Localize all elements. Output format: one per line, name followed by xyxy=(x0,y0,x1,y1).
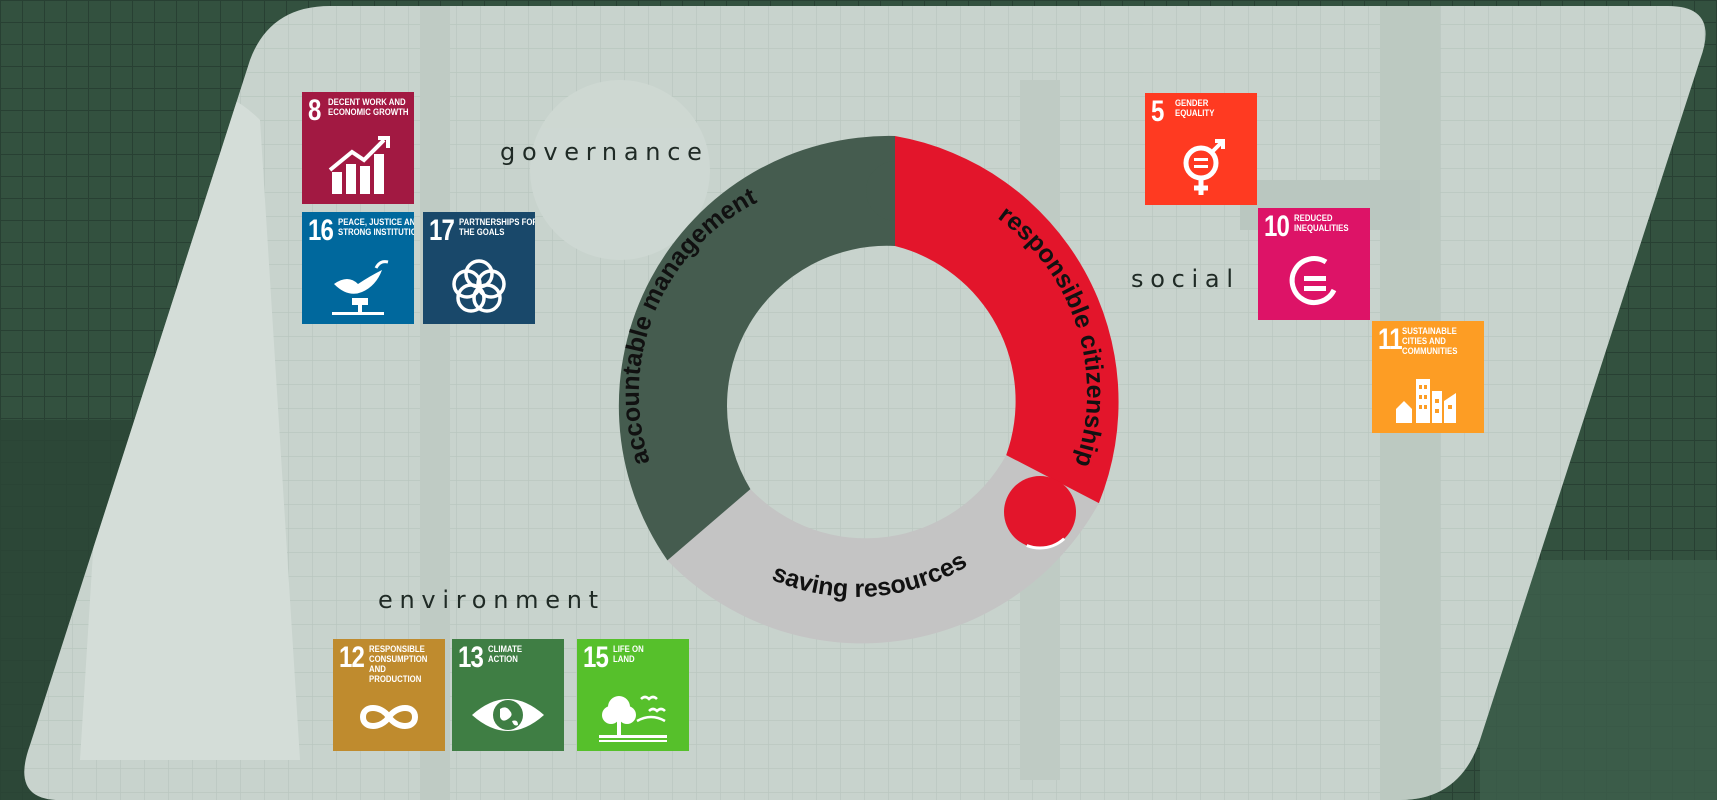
sdg-number: 5 xyxy=(1151,95,1164,128)
tree-birds-icon xyxy=(599,695,667,742)
ring-knob-citizenship xyxy=(1004,476,1076,548)
category-environment: environment xyxy=(378,586,605,614)
sdg-title: PARTNERSHIPS FOR THE GOALS xyxy=(459,217,535,238)
sdg-title: GENDER EQUALITY xyxy=(1175,98,1215,119)
gender-symbol-icon xyxy=(1183,139,1225,195)
partnership-rings-icon xyxy=(452,259,506,313)
sdg-tile-5: 5 GENDER EQUALITY xyxy=(1145,93,1257,205)
city-buildings-icon xyxy=(1396,379,1456,423)
infinity-loop-icon xyxy=(359,705,419,729)
sdg-title: LIFE ON LAND xyxy=(613,644,644,665)
category-social: social xyxy=(1131,265,1240,293)
sdg-title: SUSTAINABLE CITIES AND COMMUNITIES xyxy=(1402,326,1458,357)
sdg-tile-12: 12 RESPONSIBLE CONSUMPTION AND PRODUCTIO… xyxy=(333,639,445,751)
sdg-number: 16 xyxy=(308,214,334,247)
sdg-title: DECENT WORK AND ECONOMIC GROWTH xyxy=(328,97,409,118)
sdg-number: 15 xyxy=(583,641,609,674)
sdg-tile-10: 10 REDUCED INEQUALITIES xyxy=(1258,208,1370,320)
sdg-tile-15: 15 LIFE ON LAND xyxy=(577,639,689,751)
sdg-tile-17: 17 PARTNERSHIPS FOR THE GOALS xyxy=(423,212,535,324)
reduced-inequality-icon xyxy=(1289,256,1337,305)
sdg-number: 11 xyxy=(1378,323,1403,356)
ring-segment-citizenship xyxy=(895,136,1119,504)
sdg-number: 13 xyxy=(458,641,484,674)
ring-segment-resources xyxy=(667,455,1099,644)
sdg-tile-8: 8 DECENT WORK AND ECONOMIC GROWTH xyxy=(302,92,414,204)
sdg-title: PEACE, JUSTICE AND STRONG INSTITUTIONS xyxy=(338,217,414,238)
sdg-tile-11: 11 SUSTAINABLE CITIES AND COMMUNITIES xyxy=(1372,321,1484,433)
category-governance: governance xyxy=(500,138,709,166)
ring-segment-management xyxy=(618,135,895,561)
sdg-tile-16: 16 PEACE, JUSTICE AND STRONG INSTITUTION… xyxy=(302,212,414,324)
sdg-number: 17 xyxy=(429,214,455,247)
sdg-number: 8 xyxy=(308,94,321,127)
growth-chart-icon xyxy=(328,136,390,194)
sdg-title: RESPONSIBLE CONSUMPTION AND PRODUCTION xyxy=(369,644,428,685)
earth-eye-icon xyxy=(472,699,544,731)
sdg-title: REDUCED INEQUALITIES xyxy=(1294,213,1349,234)
sdg-title: CLIMATE ACTION xyxy=(488,644,523,665)
sdg-number: 10 xyxy=(1264,210,1290,243)
sdg-number: 12 xyxy=(339,641,365,674)
dove-gavel-icon xyxy=(332,260,389,315)
sdg-tile-13: 13 CLIMATE ACTION xyxy=(452,639,564,751)
